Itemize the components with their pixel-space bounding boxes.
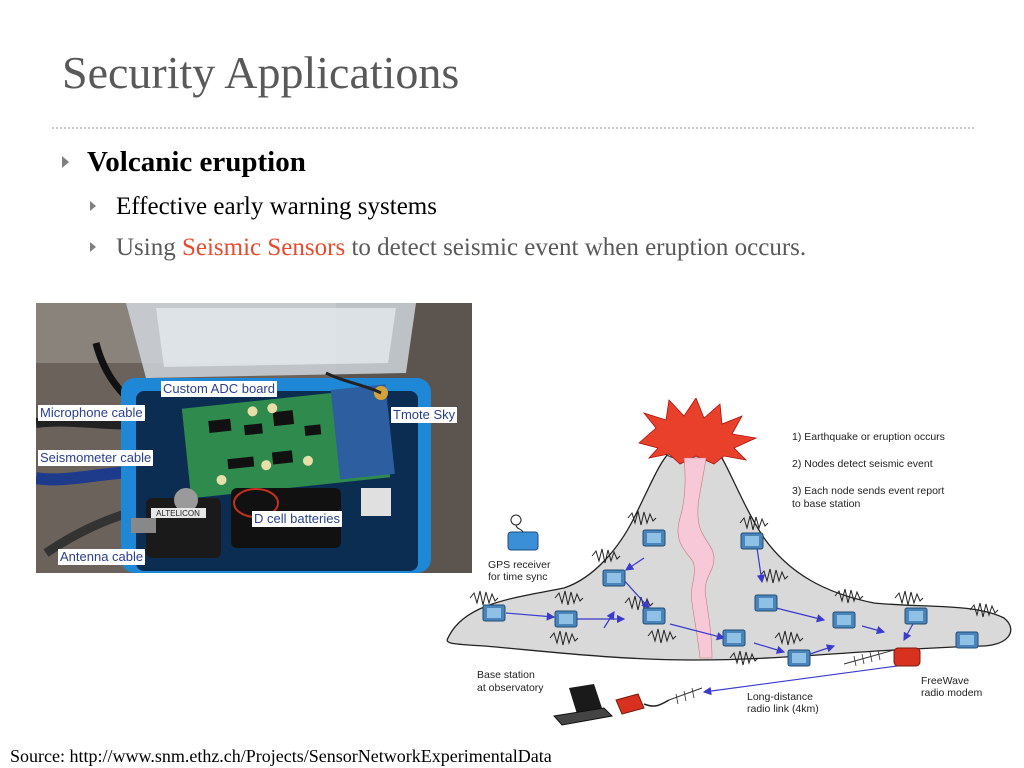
bullet-prefix: Using [116,234,182,261]
bullet-text: Volcanic eruption [87,146,306,178]
bullet-text: Using Seismic Sensors to detect seismic … [116,234,806,262]
volcano-diagram-drawing [446,397,1012,726]
gps-receiver-label: GPS receiver [488,559,551,571]
bullet-seismic-sensors: Using Seismic Sensors to detect seismic … [90,234,806,262]
callout-seismometer-cable: Seismometer cable [38,450,154,466]
title-divider [52,127,974,129]
seismic-sensors-highlight: Seismic Sensors [181,234,346,261]
sensor-node-photo-drawing: ALTELICON [36,303,472,573]
slide-title: Security Applications [62,47,460,98]
callout-antenna-cable: Antenna cable [58,549,146,565]
step-1-label: 1) Earthquake or eruption occurs [792,431,945,443]
bullet-arrow-icon [90,201,96,211]
bullet-volcanic-eruption: Volcanic eruption [62,146,306,179]
step-3-label: 3) Each node sends event report [792,485,945,497]
bullet-arrow-icon [62,156,69,168]
freewave-modem-label-cont: radio modem [921,687,983,699]
battery-brand-label: ALTELICON [156,509,200,518]
callout-custom-adc-board: Custom ADC board [161,381,277,397]
callout-tmote-sky: Tmote Sky [391,407,458,423]
volcano-network-diagram: 1) Earthquake or eruption occurs 2) Node… [444,397,1024,738]
source-citation: Source: http://www.snm.ethz.ch/Projects/… [10,746,552,766]
radio-link-label: Long-distance [747,691,813,703]
bullet-early-warning: Effective early warning systems [90,193,437,221]
sensor-node-photo: ALTELICON Custom ADC board Microphone ca… [36,303,472,573]
radio-link-label-cont: radio link (4km) [747,703,819,715]
gps-receiver-label-cont: for time sync [488,571,548,583]
bullet-suffix: to detect seismic event when eruption oc… [345,234,807,261]
step-2-label: 2) Nodes detect seismic event [792,458,933,470]
base-station-label-cont: at observatory [477,682,544,694]
step-3-label-cont: to base station [792,498,861,510]
callout-microphone-cable: Microphone cable [38,405,145,421]
freewave-modem-label: FreeWave [921,675,970,687]
base-station-label: Base station [477,669,535,681]
bullet-text: Effective early warning systems [116,193,437,220]
callout-d-cell-batteries: D cell batteries [252,511,342,527]
bullet-arrow-icon [90,242,96,252]
